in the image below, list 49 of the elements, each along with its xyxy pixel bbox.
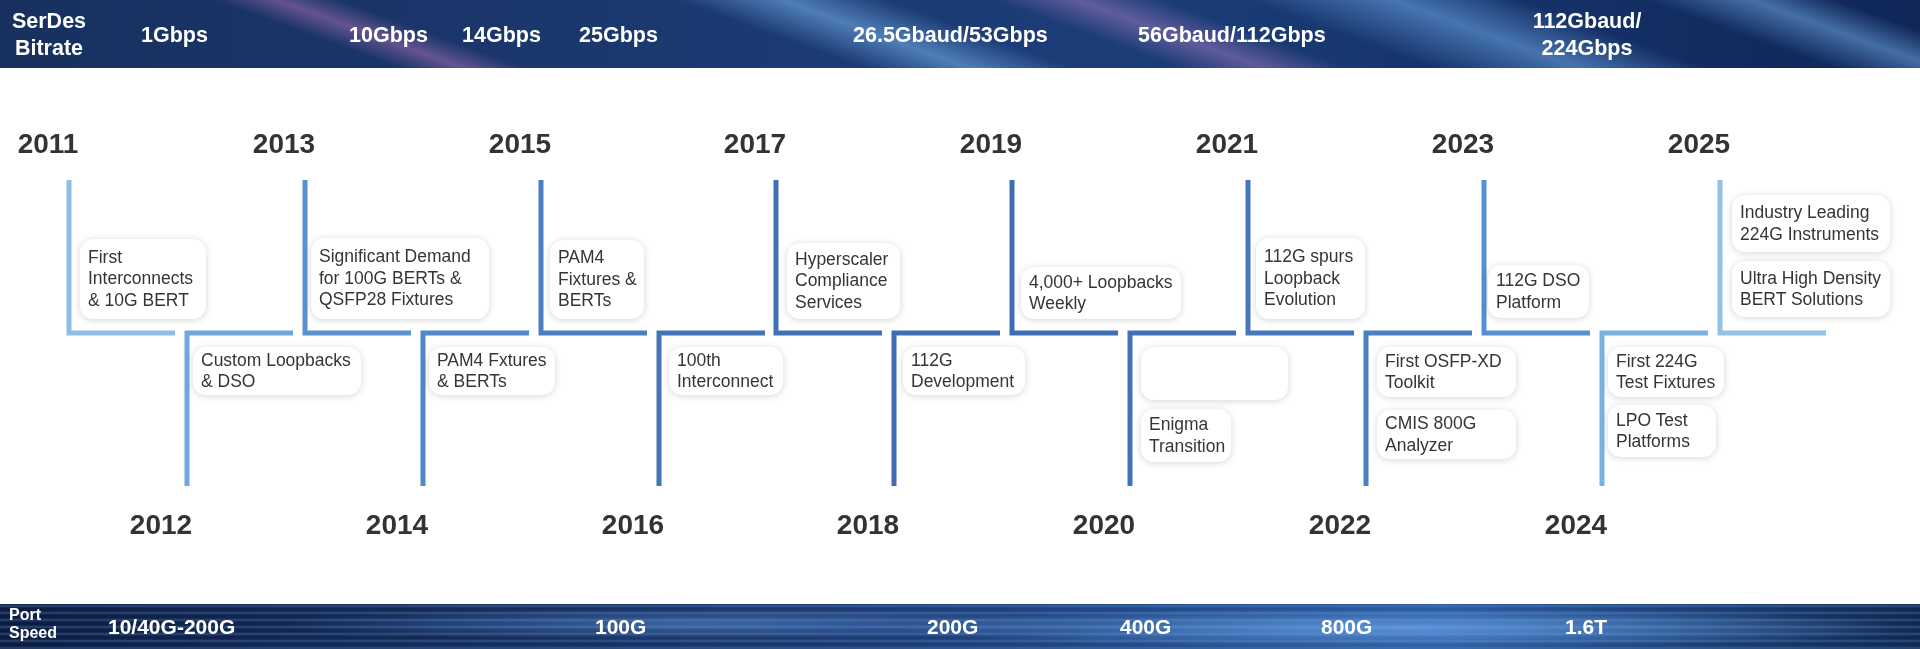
bitrate-label: 10Gbps: [349, 22, 428, 48]
milestone-text: PAM4 Fixtures & BERTs: [558, 247, 638, 312]
year-label: 2022: [1308, 509, 1372, 541]
milestone-text: 112G Development: [911, 349, 1016, 393]
year-label: 2014: [365, 509, 429, 541]
milestone-text: PAM4 Fxtures & BERTs: [437, 349, 548, 393]
milestone-text: First Interconnects & 10G BERT: [88, 246, 195, 312]
milestone-card: [1488, 265, 1589, 318]
band-heading: Port Speed: [9, 606, 57, 642]
milestone-text: Industry Leading 224G Instruments: [1740, 202, 1881, 245]
milestone-text: CMIS 800G Analyzer: [1385, 413, 1478, 456]
milestone-text: 4,000+ Loopbacks Weekly: [1029, 271, 1174, 315]
port-speed-label: 200G: [927, 615, 979, 639]
year-label: 2017: [723, 128, 787, 160]
year-label: 2015: [488, 128, 552, 160]
bitrate-label: 25Gbps: [579, 22, 658, 48]
milestone-text: Ultra High Density BERT Solutions: [1740, 267, 1883, 311]
year-label: 2024: [1544, 509, 1608, 541]
year-label: 2018: [836, 509, 900, 541]
bitrate-label: 26.5Gbaud/53Gbps: [853, 22, 1048, 48]
milestone-text: LPO Test Platforms: [1616, 409, 1691, 453]
milestone-text: Hyperscaler Compliance Services: [795, 248, 890, 314]
milestone-text: 112G DSO Platform: [1496, 270, 1582, 313]
port-speed-label: 800G: [1321, 615, 1373, 639]
year-label: 2013: [252, 128, 316, 160]
milestone-text: Custom Loopbacks & DSO: [201, 349, 352, 393]
port-speed-label: 400G: [1120, 615, 1172, 639]
port-speed-label: 100G: [595, 615, 647, 639]
year-label: 2011: [17, 128, 79, 160]
band-heading: SerDes Bitrate: [11, 8, 87, 62]
year-label: 2019: [959, 128, 1023, 160]
milestone-text: Enigma Transition: [1149, 414, 1227, 457]
year-label: 2025: [1667, 128, 1731, 160]
year-label: 2016: [601, 509, 665, 541]
year-label: 2012: [129, 509, 193, 541]
milestone-text: Significant Demand for 100G BERTs & QSFP28 Fixtures: [319, 246, 472, 311]
milestone-text: 100th Interconnect: [677, 349, 775, 393]
year-label: 2020: [1072, 509, 1136, 541]
port-speed-label: 1.6T: [1565, 615, 1608, 639]
port-speed-label: 10/40G-200G: [108, 615, 236, 639]
milestone-text: First 224G Test Fixtures: [1616, 350, 1717, 394]
bitrate-label: 14Gbps: [462, 22, 541, 48]
bitrate-label: 1Gbps: [141, 22, 208, 48]
band-heading: 112Gbaud/ 224Gbps: [1532, 8, 1642, 62]
year-label: 2023: [1431, 128, 1495, 160]
milestone-text: First OSFP-XD Toolkit: [1385, 350, 1503, 394]
year-label: 2021: [1195, 128, 1259, 160]
bitrate-label: 56Gbaud/112Gbps: [1138, 22, 1326, 48]
milestone-text: 112G spurs Loopback Evolution: [1264, 246, 1355, 311]
